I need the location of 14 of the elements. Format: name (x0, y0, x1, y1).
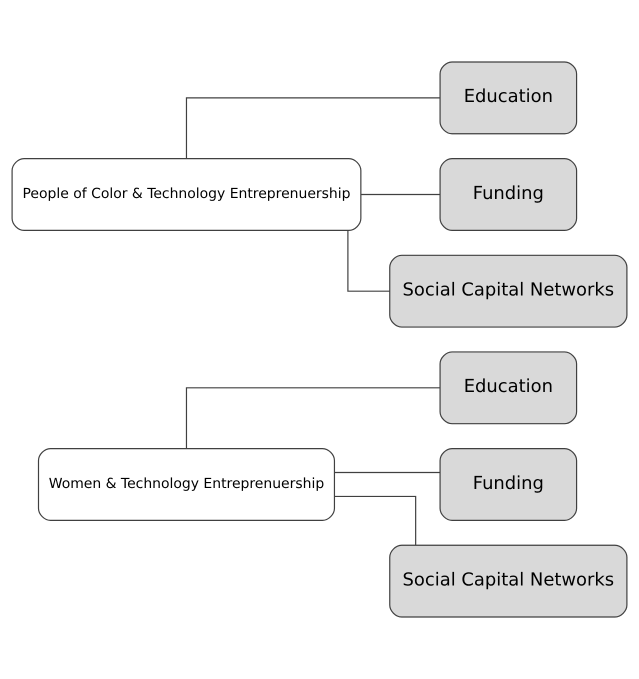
node-box: Funding (439, 158, 578, 231)
node-box: Social Capital Networks (389, 254, 628, 328)
connector (186, 387, 440, 448)
node-box: People of Color & Technology Entreprenuership (12, 158, 362, 231)
connector (347, 230, 390, 292)
connector (186, 97, 440, 159)
connector (334, 472, 440, 474)
node-box: Education (439, 351, 578, 424)
connector (334, 496, 416, 546)
node-box: Education (439, 61, 578, 134)
node-box: Social Capital Networks (389, 544, 628, 618)
node-box: Funding (439, 448, 578, 521)
connector (361, 194, 440, 196)
node-box: Women & Technology Entreprenuership (38, 448, 336, 521)
